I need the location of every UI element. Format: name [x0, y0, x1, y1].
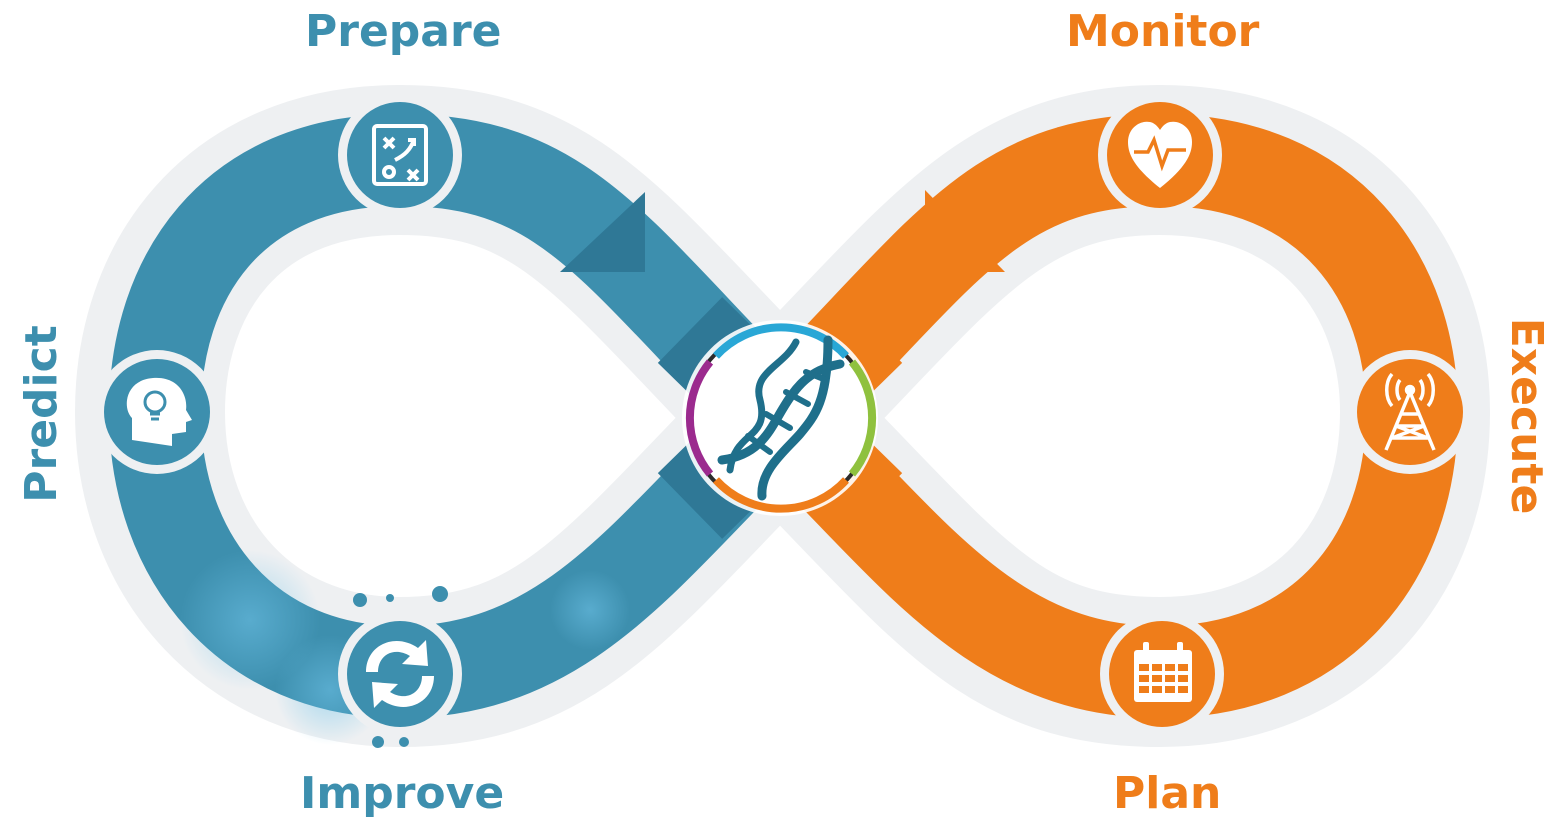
strategy-board-icon [372, 124, 428, 186]
orange-arrow-head [925, 190, 1005, 272]
predict-node [95, 350, 219, 474]
refresh-cycle-icon [366, 640, 434, 708]
execute-node [1348, 350, 1472, 474]
bokeh-dots [180, 550, 630, 748]
radio-tower-icon [1384, 372, 1436, 451]
center-dna-badge [682, 320, 878, 516]
stage-label-monitor: Monitor [1066, 6, 1260, 57]
head-lightbulb-icon [126, 377, 192, 446]
blue-arrow-head [560, 192, 645, 272]
stage-label-prepare: Prepare [305, 6, 502, 57]
prepare-node [338, 93, 462, 217]
stage-label-improve: Improve [300, 768, 505, 819]
monitor-node [1098, 93, 1222, 217]
dna-icon [717, 335, 845, 501]
calendar-icon [1134, 642, 1192, 702]
plan-node [1100, 612, 1224, 736]
stage-label-predict: Predict [16, 325, 67, 503]
improve-node [338, 612, 462, 736]
heart-pulse-icon [1128, 121, 1192, 188]
stage-label-execute: Execute [1501, 317, 1550, 515]
stage-label-plan: Plan [1113, 768, 1222, 819]
